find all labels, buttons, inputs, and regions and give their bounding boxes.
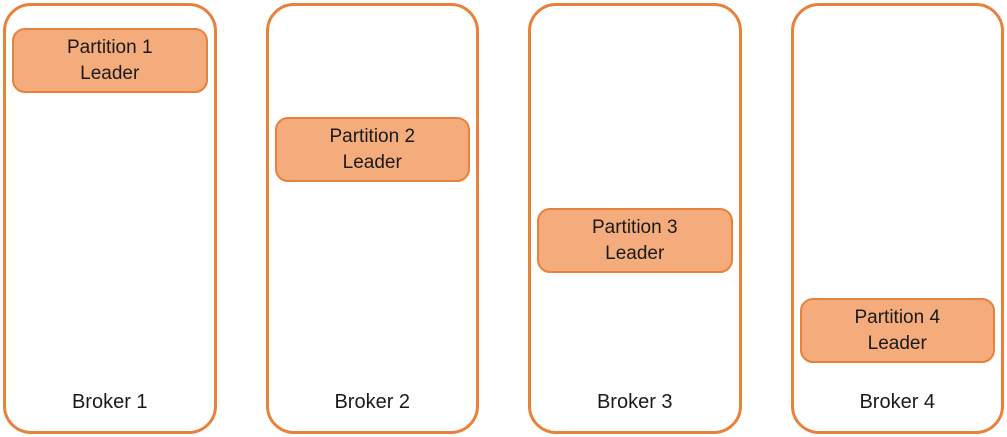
partition-leader-box-3: Partition 3 Leader: [537, 208, 733, 273]
partition-leader-box-4: Partition 4 Leader: [799, 298, 995, 363]
partition-name: Partition 2: [329, 125, 416, 147]
partition-name: Partition 1: [66, 36, 153, 58]
partition-role: Leader: [80, 62, 140, 84]
broker-label-3: Broker 3: [596, 391, 673, 413]
broker-box-4: Partition 4 Leader Broker 4: [790, 3, 1004, 434]
partition-role: Leader: [605, 242, 665, 264]
partition-name: Partition 3: [591, 216, 678, 238]
broker-label-2: Broker 2: [334, 391, 411, 413]
partition-role: Leader: [867, 332, 927, 354]
broker-box-2: Partition 2 Leader Broker 2: [265, 3, 479, 434]
broker-box-1: Partition 1 Leader Broker 1: [3, 3, 217, 434]
broker-box-3: Partition 3 Leader Broker 3: [528, 3, 742, 434]
partition-leader-box-2: Partition 2 Leader: [274, 117, 470, 182]
partition-leader-box-1: Partition 1 Leader: [12, 28, 208, 93]
partition-role: Leader: [342, 151, 402, 173]
broker-label-1: Broker 1: [71, 391, 148, 413]
broker-label-4: Broker 4: [859, 391, 936, 413]
partition-name: Partition 4: [854, 306, 941, 328]
